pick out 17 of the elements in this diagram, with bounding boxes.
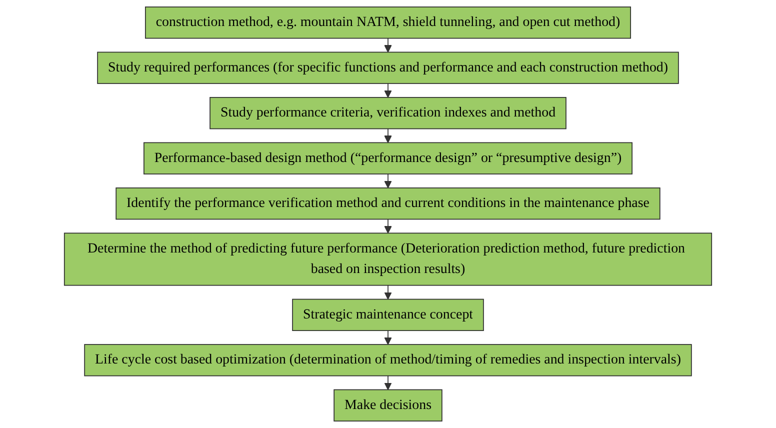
arrow [384,83,392,98]
arrow [384,174,392,188]
arrow [384,284,392,300]
arrow [384,375,392,390]
process-box: Performance-based design method (“performance design” or “presumptive design”) [144,142,632,174]
process-box: Strategic maintenance concept [292,298,484,331]
process-box: construction method, e.g. mountain NATM, shield tunneling, and open cut method) [145,6,631,39]
arrow [384,330,392,345]
process-box: Study required performances (for specific functions and performance and each construction method) [97,52,679,84]
arrow [384,38,392,53]
process-box: Make decisions [334,389,442,422]
process-box: Life cycle cost based optimization (determination of method/timing of remedies and inspection intervals) [84,344,692,376]
arrow [384,218,392,234]
process-box: Study performance criteria, verification indexes and method [210,97,566,130]
arrow [384,128,392,144]
process-box: Determine the method of predicting future performance (Deterioration prediction method, future prediction based on inspection results) [64,232,712,286]
process-box: Identify the performance verification method and current conditions in the maintenance phase [116,187,660,220]
